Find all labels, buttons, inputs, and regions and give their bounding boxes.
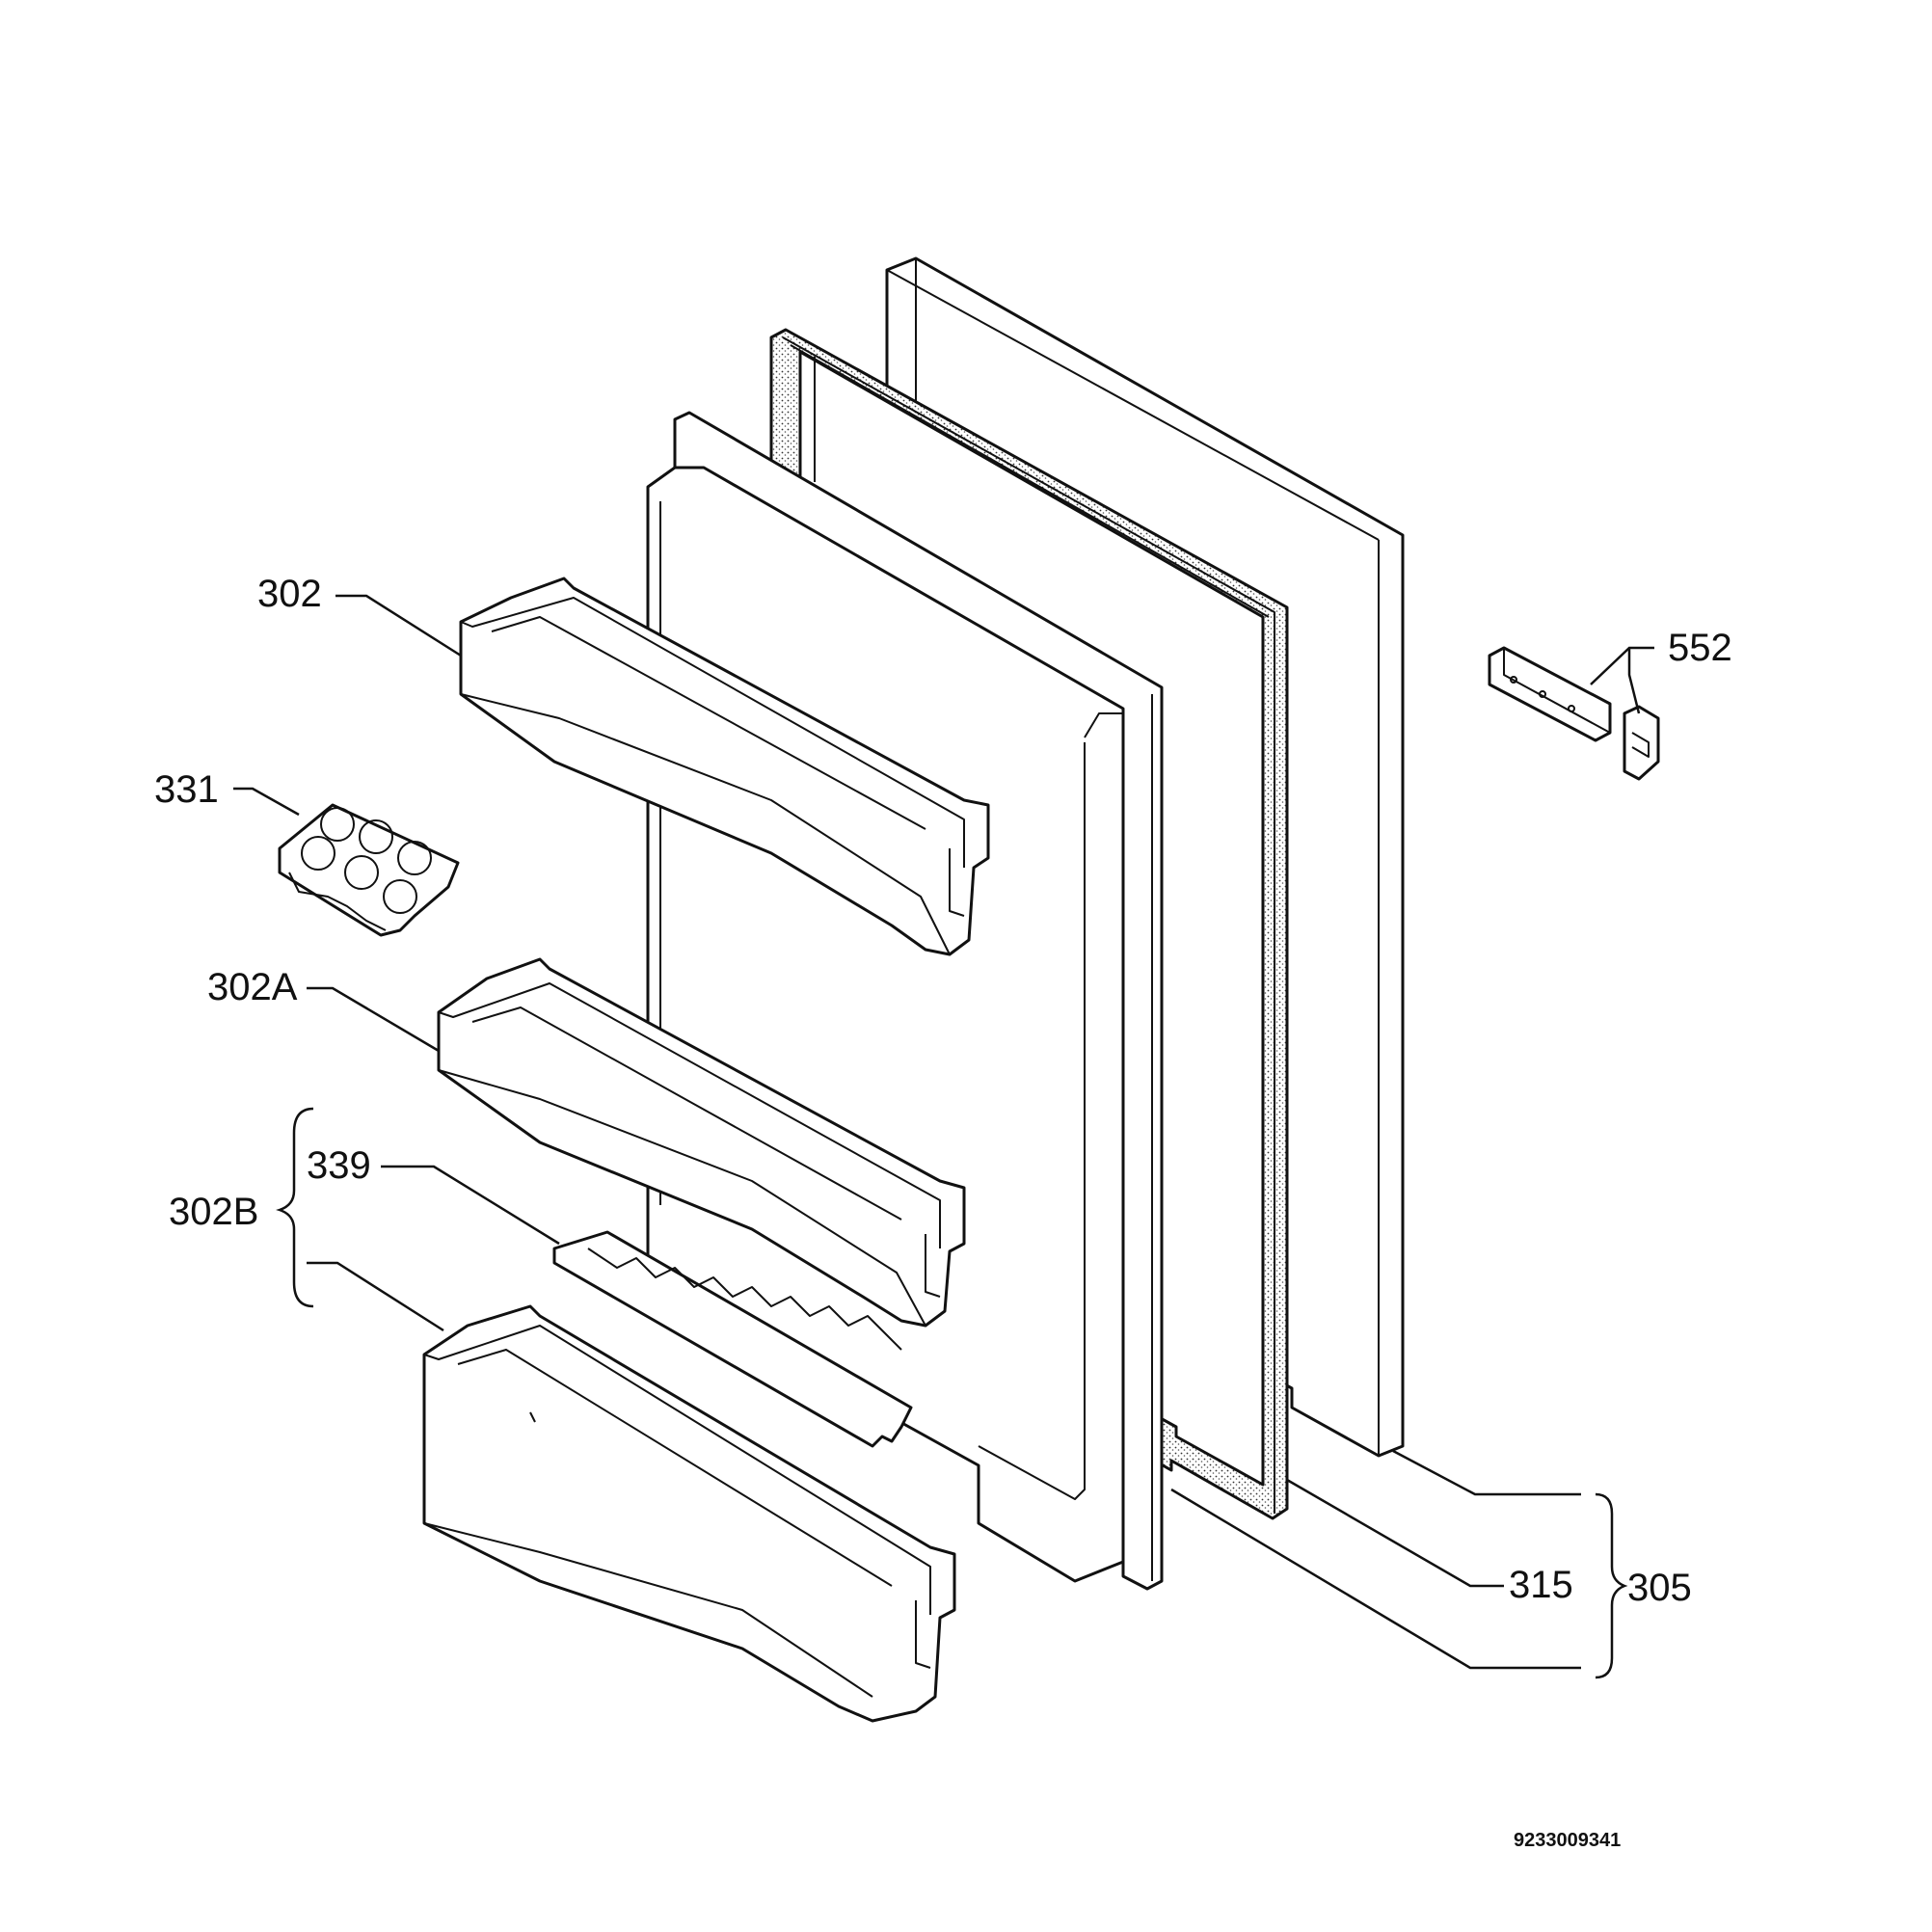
drawing-number: 9233009341 xyxy=(1514,1830,1621,1851)
label-339: 339 xyxy=(307,1144,371,1187)
leader-lines xyxy=(233,594,1654,1670)
brace-302B xyxy=(276,1107,314,1308)
hinge-bracket-552 xyxy=(1488,646,1660,781)
label-315: 315 xyxy=(1509,1564,1573,1606)
door-bin-302A xyxy=(437,957,966,1328)
door-bin-302B xyxy=(422,1304,956,1723)
label-305: 305 xyxy=(1627,1567,1692,1609)
brace-305 xyxy=(1595,1492,1628,1679)
label-552: 552 xyxy=(1668,627,1732,669)
door-bin-302 xyxy=(459,577,990,956)
label-302: 302 xyxy=(257,573,322,615)
label-331: 331 xyxy=(154,768,219,811)
egg-tray-331 xyxy=(278,803,460,937)
label-302A: 302A xyxy=(207,966,298,1008)
label-302B: 302B xyxy=(169,1191,258,1233)
bottle-retainer-339 xyxy=(552,1230,913,1448)
